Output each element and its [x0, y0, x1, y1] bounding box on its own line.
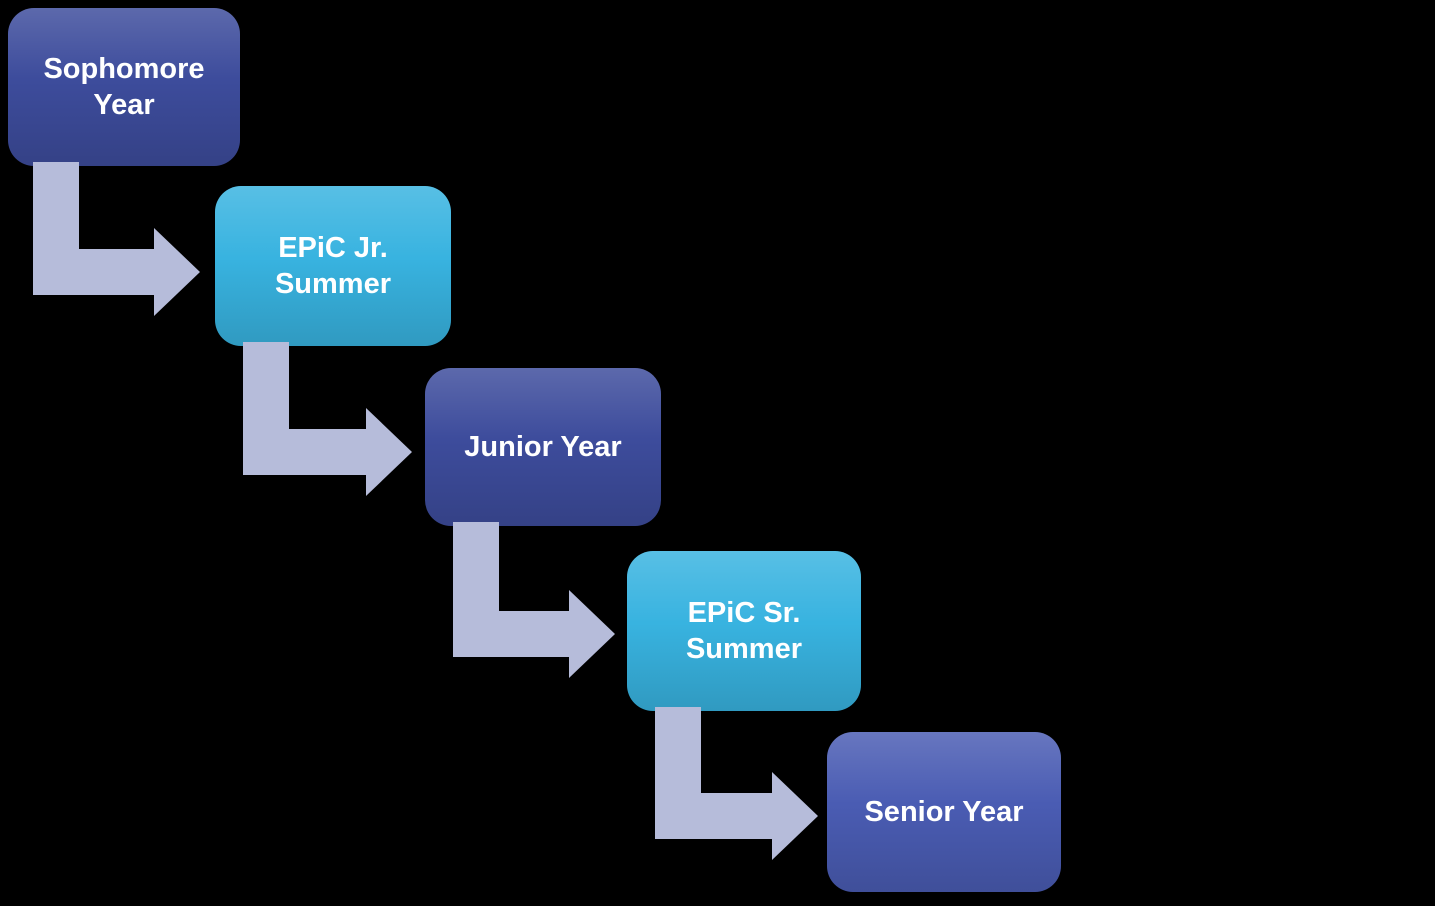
- step-junior-year: Junior Year: [425, 368, 661, 526]
- step-epic-jr-summer: EPiC Jr. Summer: [215, 186, 451, 346]
- step-senior-year: Senior Year: [827, 732, 1061, 892]
- step-label: Junior Year: [464, 430, 622, 463]
- arrow-head-icon: [154, 228, 200, 316]
- arrow-horizontal-segment: [33, 249, 154, 295]
- arrow-horizontal-segment: [655, 793, 772, 839]
- step-label: EPiC Sr. Summer: [685, 596, 803, 665]
- step-label: Senior Year: [864, 795, 1024, 828]
- arrow-horizontal-segment: [243, 429, 366, 475]
- arrow-head-icon: [772, 772, 818, 860]
- arrow-horizontal-segment: [453, 611, 569, 657]
- arrow-head-icon: [366, 408, 412, 496]
- step-label: EPiC Jr. Summer: [274, 231, 392, 300]
- step-label: Sophomore Year: [43, 52, 205, 121]
- step-sophomore-year: Sophomore Year: [8, 8, 240, 166]
- arrow-head-icon: [569, 590, 615, 678]
- step-epic-sr-summer: EPiC Sr. Summer: [627, 551, 861, 711]
